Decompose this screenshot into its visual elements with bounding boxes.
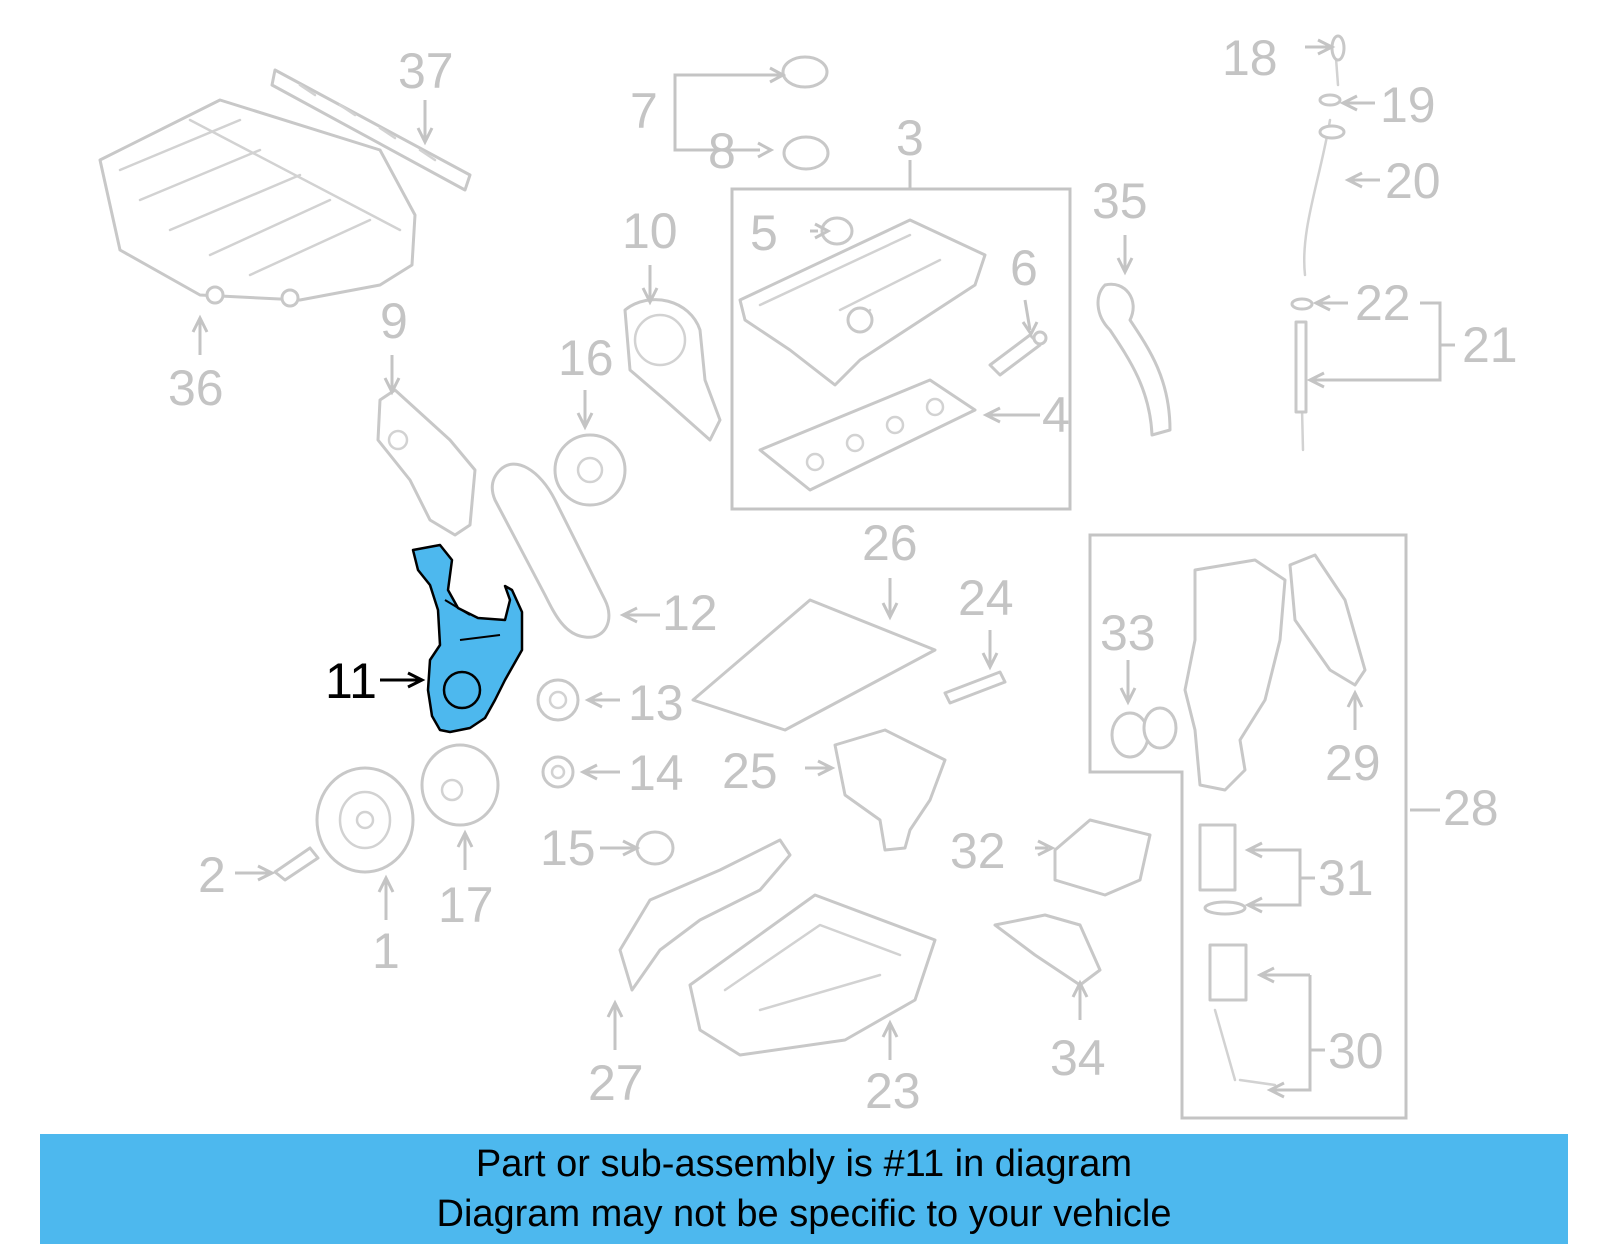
part-23-oil-pan [688, 893, 937, 1057]
callout-32: 32 [950, 823, 1006, 879]
callout-1: 1 [372, 923, 400, 979]
group-box-3 [730, 187, 1072, 511]
callout-10: 10 [622, 203, 678, 259]
callout-30: 30 [1328, 1023, 1384, 1079]
callout-26: 26 [862, 515, 918, 571]
part-34-bracket [993, 913, 1102, 987]
part-10-rear-timing-cover [623, 298, 722, 442]
part-31-filter-oring [1203, 900, 1247, 916]
part-13-tensioner-pulley [536, 678, 580, 722]
part-35-breather-hose [1096, 282, 1172, 437]
callout-17: 17 [438, 877, 494, 933]
callout-3: 3 [896, 110, 924, 166]
part-6-sensor [988, 330, 1048, 377]
callout-22: 22 [1355, 275, 1411, 331]
part-31-oil-filter [1198, 823, 1237, 892]
part-15-bushing [635, 830, 675, 866]
part-14-idler [541, 755, 575, 789]
group-box-28 [1088, 533, 1408, 1120]
callout-20: 20 [1385, 153, 1441, 209]
callout-4: 4 [1042, 387, 1070, 443]
callout-28: 28 [1443, 780, 1499, 836]
callout-21: 21 [1462, 317, 1518, 373]
part-12-timing-belt [490, 462, 611, 639]
callout-18: 18 [1222, 30, 1278, 86]
callout-24: 24 [958, 570, 1014, 626]
part-36-intake-manifold [98, 98, 417, 308]
part-2-pulley-bolt [273, 846, 320, 882]
part-37-manifold-gasket [270, 68, 472, 192]
part-1-crankshaft-pulley [315, 766, 415, 874]
callout-34: 34 [1050, 1030, 1106, 1086]
callout-23: 23 [865, 1063, 921, 1119]
callout-5: 5 [750, 205, 778, 261]
callout-12: 12 [662, 585, 718, 641]
callout-8: 8 [708, 123, 736, 179]
callout-35: 35 [1092, 173, 1148, 229]
callout-6: 6 [1010, 240, 1038, 296]
part-30-control-valve [1208, 943, 1277, 1087]
callout-16: 16 [558, 330, 614, 386]
banner-line-disclaimer: Diagram may not be specific to your vehi… [436, 1193, 1172, 1235]
callout-11: 11 [325, 653, 377, 709]
leader-lines [191, 38, 1455, 1099]
callout-7: 7 [630, 83, 658, 139]
part-4-valve-cover-gasket [758, 378, 977, 492]
part-3-valve-cover [738, 218, 987, 387]
callout-36: 36 [168, 360, 224, 416]
callout-33: 33 [1100, 605, 1156, 661]
part-26-gasket [691, 598, 937, 732]
part-18-dipstick [1290, 34, 1346, 452]
callout-25: 25 [722, 743, 778, 799]
part-27-baffle [618, 838, 792, 992]
part-25-oil-pump [833, 728, 947, 852]
part-17-crankshaft-sprocket [420, 743, 500, 827]
callout-19: 19 [1380, 77, 1436, 133]
callout-9: 9 [380, 293, 408, 349]
part-7-oil-cap [781, 55, 829, 89]
part-16-idler-pulley [553, 433, 627, 507]
part-24-seal [943, 670, 1007, 705]
part-5-grommet [820, 216, 854, 246]
callout-37: 37 [398, 43, 454, 99]
part-8-cap-seal [782, 135, 830, 171]
part-28-oil-filter-housing [1183, 558, 1287, 792]
banner-line-part: Part or sub-assembly is #11 in diagram [475, 1143, 1133, 1185]
part-11-lower-timing-cover [411, 543, 524, 734]
part-29-housing-gasket [1288, 553, 1367, 687]
part-33-seal-kit [1110, 706, 1178, 759]
info-banner: Part or sub-assembly is #11 in diagram D… [40, 1134, 1568, 1244]
callout-29: 29 [1325, 735, 1381, 791]
callout-27: 27 [588, 1055, 644, 1111]
part-32-oil-cooler [1053, 818, 1152, 897]
part-9-upper-timing-cover [376, 388, 477, 537]
callout-labels: 37 36 7 8 3 5 6 4 35 10 9 16 12 13 14 15… [168, 30, 1518, 1119]
callout-14: 14 [628, 745, 684, 801]
callout-31: 31 [1318, 850, 1374, 906]
callout-13: 13 [628, 675, 684, 731]
callout-15: 15 [540, 820, 596, 876]
callout-2: 2 [198, 847, 226, 903]
